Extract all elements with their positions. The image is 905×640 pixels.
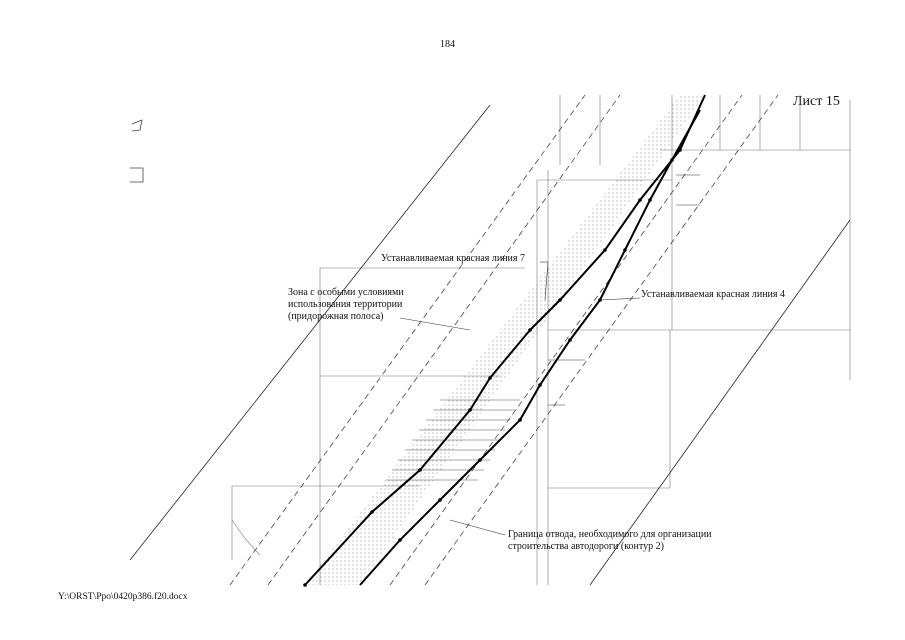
special-zone-line-1: Зона с особыми условиями [288, 287, 404, 298]
red-line-7-label: Устанавливаемая красная линия 7 [381, 253, 526, 264]
boundary-label: Граница отвода, необходимого для организ… [508, 529, 712, 553]
sheet-label: Лист 15 [793, 94, 840, 109]
survey-points [303, 148, 682, 587]
special-zone-label: Зона с особыми условиями использования т… [288, 287, 404, 323]
special-zone-line-2: использования территории [288, 299, 403, 310]
road-corridor-area [305, 95, 705, 585]
special-zone-line-3: (придорожная полоса) [288, 311, 384, 322]
margin-marks [130, 119, 144, 183]
boundary-line-2: строительства автодороги (контур 2) [508, 541, 664, 552]
outer-diagonals [129, 104, 851, 586]
footer-file-path: Y:\ORST\Ppo\0420p386.f20.docx [58, 592, 188, 602]
page-number: 184 [440, 39, 455, 50]
parcel-boundaries [231, 95, 851, 585]
roadside-zone-lines [229, 94, 779, 586]
red-line-4-label: Устанавливаемая красная линия 4 [641, 289, 786, 300]
leader-lines [399, 174, 700, 536]
boundary-line-1: Граница отвода, необходимого для организ… [508, 529, 712, 540]
